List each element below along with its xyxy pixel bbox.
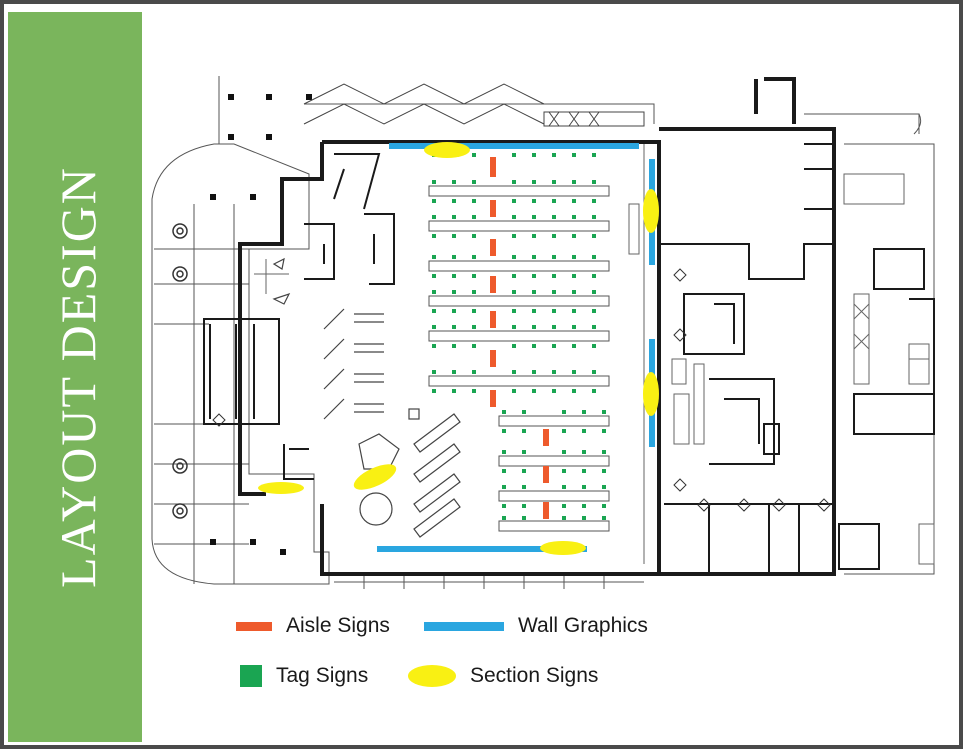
legend-item-wall-graphics: Wall Graphics xyxy=(424,614,648,638)
aisle-sign-swatch xyxy=(236,621,272,631)
legend-label: Wall Graphics xyxy=(518,614,648,637)
legend-label: Aisle Signs xyxy=(286,614,390,637)
section-sign-swatch xyxy=(408,665,456,687)
floor-plan xyxy=(151,76,935,589)
wall-graphics-swatch xyxy=(424,621,504,631)
tag-sign-swatch xyxy=(240,665,262,687)
sidebar-banner: LAYOUT DESIGN xyxy=(8,12,142,742)
legend-label: Section Signs xyxy=(470,664,599,687)
page: LAYOUT DESIGN xyxy=(4,4,959,745)
legend-item-aisle-signs: Aisle Signs xyxy=(236,614,390,638)
legend-label: Tag Signs xyxy=(276,664,369,687)
legend-item-section-signs: Section Signs xyxy=(408,664,598,688)
legend-item-tag-signs: Tag Signs xyxy=(240,664,368,688)
